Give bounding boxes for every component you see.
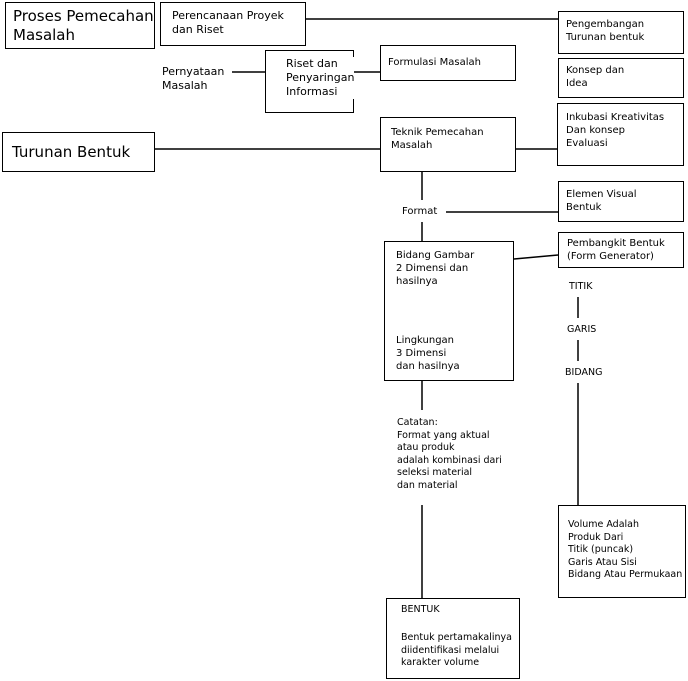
bidang-label: BIDANG	[565, 367, 603, 380]
riset-label: Riset dan Penyaringan Informasi	[286, 57, 355, 99]
catatan-text: Catatan: Format yang aktual atau produk …	[397, 417, 502, 492]
konsep-label: Konsep dan Idea	[566, 64, 625, 90]
titik-label: TITIK	[569, 281, 593, 294]
bentuk-title: BENTUK	[401, 604, 440, 617]
pembangkit-label: Pembangkit Bentuk (Form Generator)	[567, 237, 665, 263]
format-label: Format	[400, 205, 440, 218]
volume-label: Volume Adalah Produk Dari Titik (puncak)…	[568, 519, 683, 582]
proses-title-label: Proses Pemecahan Masalah	[13, 7, 154, 45]
teknik-label: Teknik Pemecahan Masalah	[391, 126, 484, 152]
bentuk-body: Bentuk pertamakalinya diidentifikasi mel…	[401, 632, 512, 670]
garis-label: GARIS	[567, 324, 597, 337]
formulasi-label: Formulasi Masalah	[388, 56, 481, 69]
pernyataan-label: Pernyataan Masalah	[162, 65, 225, 93]
inkubasi-label: Inkubasi Kreativitas Dan konsep Evaluasi	[566, 111, 665, 150]
bidang-gambar-label: Bidang Gambar 2 Dimensi dan hasilnya	[396, 249, 475, 288]
turunan-label: Turunan Bentuk	[12, 143, 131, 162]
pengembangan-label: Pengembangan Turunan bentuk	[566, 18, 645, 44]
lingkungan-label: Lingkungan 3 Dimensi dan hasilnya	[396, 334, 460, 373]
connector-bidang-pembangkit	[513, 254, 559, 260]
perencanaan-label: Perencanaan Proyek dan Riset	[172, 9, 284, 37]
elemen-label: Elemen Visual Bentuk	[566, 188, 637, 214]
